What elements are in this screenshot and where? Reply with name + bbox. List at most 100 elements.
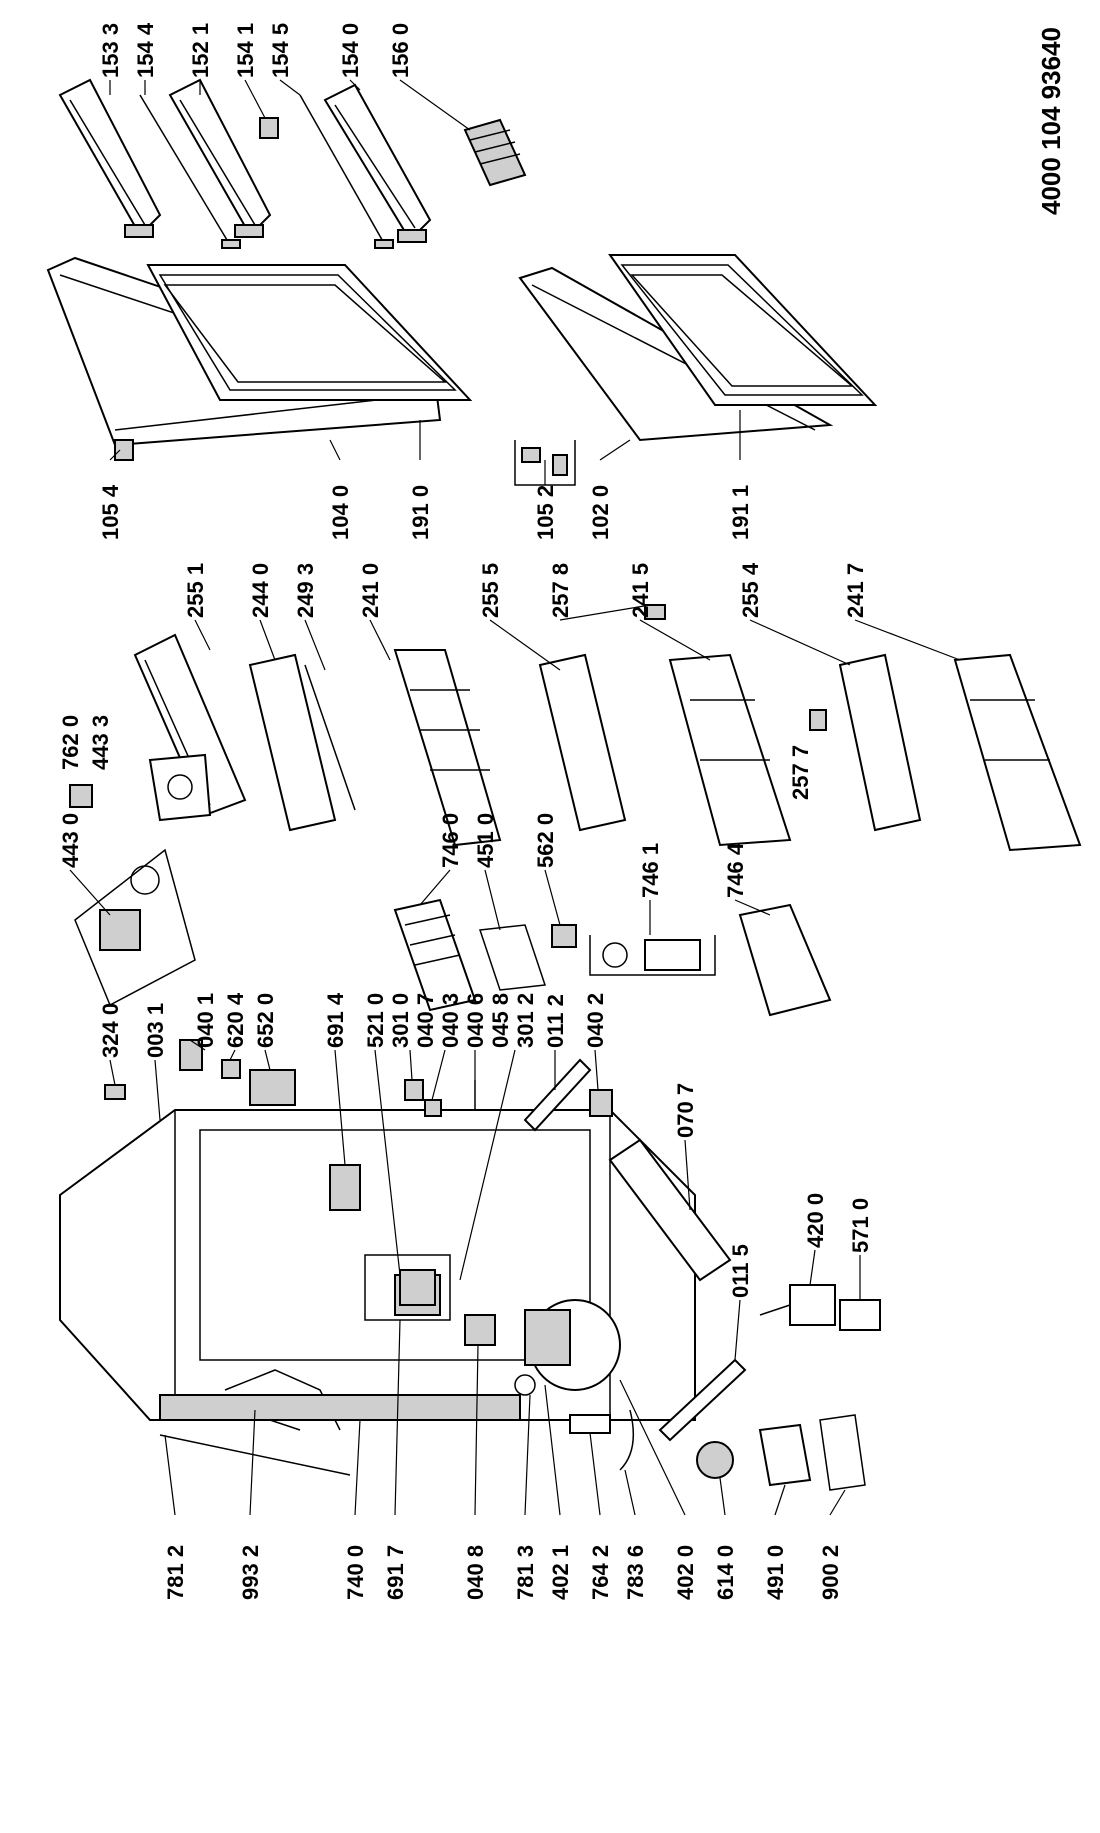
door-bin-1533 [58,78,162,238]
label-2410: 241 0 [358,563,383,618]
glass-shelf-2555 [538,653,627,832]
label-4021: 402 1 [548,1545,573,1600]
label-0115: 011 5 [728,1244,753,1298]
filter-7620 [69,784,93,808]
label-1560: 156 0 [388,23,413,78]
label-2554: 255 4 [738,562,763,618]
grommet-4021 [514,1374,536,1396]
label-1545: 154 5 [268,23,293,78]
label-4910: 491 0 [763,1545,788,1600]
label-1533: 153 3 [98,23,123,78]
door-hinge-1054 [114,439,134,461]
relay-5710 [839,1299,881,1331]
label-1054: 105 4 [98,484,123,540]
label-3012: 301 2 [513,993,538,1048]
compressor-4020 [524,1299,621,1391]
label-0403: 040 3 [438,993,463,1048]
label-3010: 301 0 [388,993,413,1048]
label-4020: 402 0 [673,1545,698,1600]
fan-assembly-4430 [74,848,196,1007]
control-kit-7461 [589,935,716,976]
heater-4510 [478,924,547,991]
label-2555: 255 5 [478,563,503,618]
label-9932: 993 2 [238,1545,263,1600]
label-0112: 011 2 [543,994,568,1048]
top-cover-3240 [104,1084,126,1100]
crisper-2417 [953,653,1082,852]
glass-shelf-2440 [248,653,337,832]
shelf-trim-2493 [304,664,356,811]
door-bin-1540 [323,83,432,243]
label-5210: 521 0 [363,993,388,1048]
label-6140: 614 0 [713,1545,738,1600]
label-5620: 562 0 [533,813,558,868]
label-5710: 571 0 [848,1198,873,1253]
label-0407: 040 7 [413,993,438,1048]
label-2493: 249 3 [293,563,318,618]
label-1540: 154 0 [338,23,363,78]
label-2578: 257 8 [548,563,573,618]
lower-door-gasket-1911 [608,254,878,406]
label-2415: 241 5 [628,563,653,618]
hinge-0402 [589,1089,613,1117]
kit-6917 [364,1254,451,1321]
clip-2577 [809,709,827,731]
label-1020: 102 0 [588,485,613,540]
label-1911: 191 1 [728,485,753,540]
cover-7464 [738,903,832,1017]
starter-6140 [696,1441,734,1479]
tube-7812 [159,1434,351,1476]
relay-cover-4910 [758,1423,812,1487]
label-6914: 691 4 [323,992,348,1048]
label-1521: 152 1 [188,23,213,78]
label-1910: 191 0 [408,485,433,540]
label-0401: 040 1 [193,993,218,1048]
label-4433: 443 3 [88,715,113,770]
label-1541: 154 1 [233,23,258,78]
label-0707: 070 7 [673,1083,698,1138]
drier-7642 [569,1414,611,1434]
glass-shelf-2554 [838,653,922,832]
drain-5620 [551,924,577,948]
label-4200: 420 0 [803,1193,828,1248]
light-switch-6204 [221,1059,241,1079]
label-7620: 762 0 [58,715,83,770]
label-6520: 652 0 [253,993,278,1048]
label-7812: 781 2 [163,1545,188,1600]
label-0031: 003 1 [143,1003,168,1058]
label-0406: 040 6 [463,993,488,1048]
door-bin-1521 [168,78,272,238]
label-7813: 781 3 [513,1545,538,1600]
label-7461: 746 1 [638,843,663,898]
label-0408: 040 8 [463,1545,488,1600]
label-7460: 746 0 [438,813,463,868]
label-0402: 040 2 [583,993,608,1048]
clip-2578 [644,604,666,620]
rail-0115 [658,1358,747,1442]
label-7464: 746 4 [723,842,748,898]
label-9002: 900 2 [818,1545,843,1600]
label-1052: 105 2 [533,485,558,540]
foot-0408 [464,1314,496,1346]
hinge-0403 [424,1099,442,1117]
evaporator-7460 [393,898,477,1012]
label-4430: 443 0 [58,813,83,868]
bin-rail-1544 [139,94,241,249]
rail-0112 [523,1058,592,1132]
label-4510: 451 0 [473,813,498,868]
bin-rail-1545 [299,94,394,249]
capillary-7836 [619,1409,635,1471]
label-1544: 154 4 [133,22,158,78]
document-number: 4000 104 93640 [1036,27,1066,215]
label-1040: 104 0 [328,485,353,540]
label-7836: 783 6 [623,1545,648,1600]
bracket-0407 [404,1079,424,1101]
label-2577: 257 7 [788,745,813,800]
vent-6914 [329,1164,361,1211]
label-2417: 241 7 [843,563,868,618]
egg-tray-1560 [463,118,527,187]
drawer-2410 [393,649,502,847]
upper-door-gasket-1910 [146,264,473,401]
kickplate-0707 [608,1138,732,1282]
